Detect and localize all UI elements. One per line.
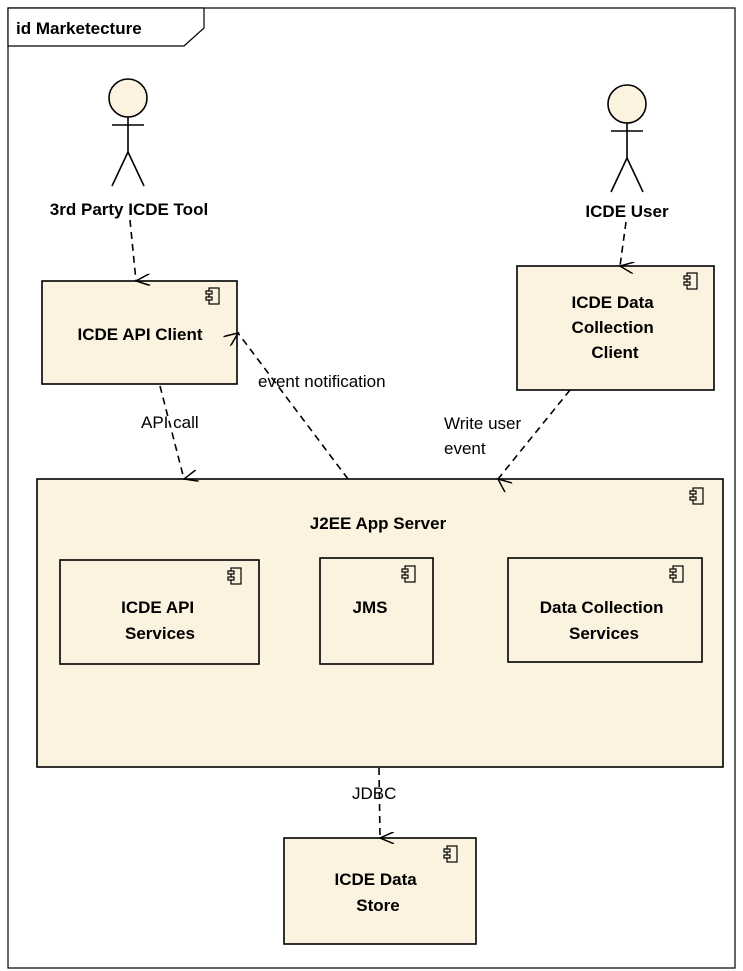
component-label: J2EE App Server [310,514,447,533]
component-api-services: ICDE API Services [59,559,260,665]
component-label: ICDE API Services [121,598,199,643]
component-jms: JMS [319,557,434,665]
actor-third-party: 3rd Party ICDE Tool [50,78,208,219]
connector-label-event-notification: event notification [258,372,386,391]
component-label: Data Collection Services [540,598,668,643]
component-data-store: ICDE Data Store [283,837,477,945]
connector-label-jdbc: JDBC [352,784,396,803]
actor-figure-icon [108,78,148,187]
connector-label-api-call: API call [141,413,199,432]
frame-title: id Marketecture [16,19,142,38]
dependency-tool-to-api-client [129,219,136,281]
dependency-api-call [159,385,184,479]
dependency-event-notification [238,333,349,480]
actor-icde-user: ICDE User [585,84,669,221]
component-data-collection-client: ICDE Data Collection Client [516,265,715,391]
component-label: ICDE API Client [78,325,203,344]
actor-figure-icon [607,84,647,193]
component-data-collection-services: Data Collection Services [507,557,703,663]
actor-label: 3rd Party ICDE Tool [50,200,208,219]
component-label: ICDE Data Collection Client [572,293,659,362]
component-api-client: ICDE API Client [41,280,238,385]
actor-label: ICDE User [585,202,669,221]
frame-title-tab [7,7,205,47]
component-label: JMS [353,598,388,617]
connector-label-write-user-event: Write user event [444,414,526,458]
dependency-user-to-dc-client [620,221,626,266]
component-label: ICDE Data Store [335,870,422,915]
